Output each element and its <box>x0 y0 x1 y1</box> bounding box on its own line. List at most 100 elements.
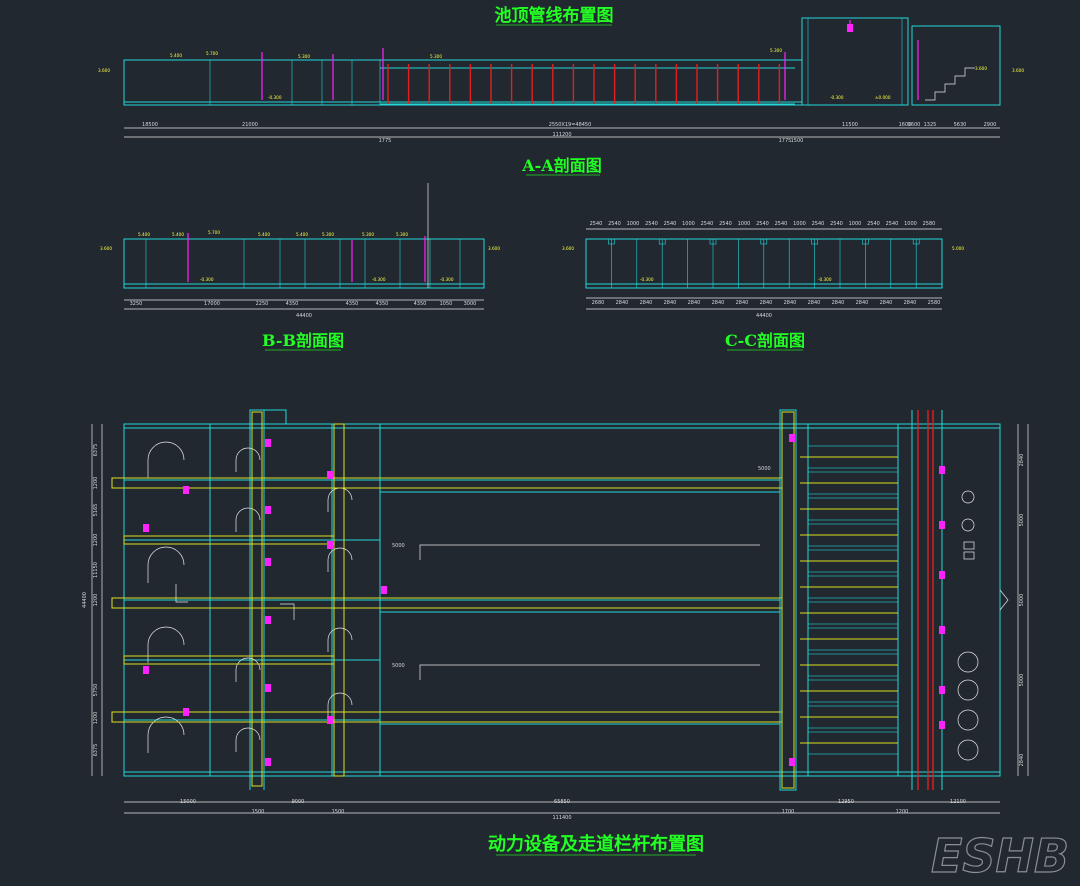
aa-sub-label: 1500 <box>791 138 804 144</box>
equipment-marker <box>789 434 795 442</box>
cc-dim-top-label: 2540 <box>590 221 603 227</box>
cc-walls <box>608 238 920 288</box>
inner-dim: 5000 <box>392 543 405 549</box>
bb-dim-label: 1050 <box>440 301 453 307</box>
plan-left-dim-label: 1200 <box>93 534 99 547</box>
aa-dim-label: 1600 <box>899 122 912 128</box>
plan-left-dim-label: 5750 <box>93 684 99 697</box>
svg-text:5.300: 5.300 <box>770 48 782 53</box>
baffle-arc <box>235 447 261 472</box>
baffle-arc <box>235 507 261 532</box>
cc-dim-bottom-label: 2840 <box>736 300 749 306</box>
title-section-aa: A-A剖面图 <box>521 156 601 175</box>
svg-text:5.300: 5.300 <box>362 232 374 237</box>
cc-dim-top-label: 2540 <box>719 221 732 227</box>
equipment-marker <box>265 558 271 566</box>
cc-dim-top-label: 2540 <box>886 221 899 227</box>
cc-dim-bottom-label: 2840 <box>904 300 917 306</box>
baffle-arc <box>147 546 185 583</box>
cc-dim-bottom-label: 2840 <box>640 300 653 306</box>
svg-text:-0.300: -0.300 <box>372 277 386 282</box>
cc-dimension-text: 2540 2540 1000 2540 2540 1000 2540 2540 1000 2540… <box>590 221 941 319</box>
cc-dim-top-label: 2540 <box>701 221 714 227</box>
cc-dim-top-label: 2580 <box>923 221 936 227</box>
baffle-arc <box>235 657 261 682</box>
cc-dim-top-label: 2540 <box>645 221 658 227</box>
bb-dim-label: 4350 <box>286 301 299 307</box>
cc-dim-top-label: 1000 <box>627 221 640 227</box>
equipment-marker <box>847 24 853 32</box>
equipment-marker <box>939 571 945 579</box>
plan-dimension-text: 1500015009000150065850170012950120012100… <box>180 799 966 821</box>
svg-text:3.600: 3.600 <box>98 68 110 73</box>
equipment-marker <box>327 471 333 479</box>
cc-dim-bottom-label: 2840 <box>808 300 821 306</box>
equipment-marker <box>265 758 271 766</box>
cc-total-label: 44400 <box>756 313 772 319</box>
cc-dim-top-label: 1000 <box>904 221 917 227</box>
equipment-marker <box>327 716 333 724</box>
svg-text:5.400: 5.400 <box>296 232 308 237</box>
aa-diffuser-drops <box>387 64 781 104</box>
svg-text:3.600: 3.600 <box>100 246 112 251</box>
svg-text:-0.300: -0.300 <box>200 277 214 282</box>
aa-dim-label: 1325 <box>924 122 937 128</box>
title-section-cc: C-C剖面图 <box>725 331 805 350</box>
svg-text:5.300: 5.300 <box>322 232 334 237</box>
equipment-marker <box>265 684 271 692</box>
bb-dim-label: 17000 <box>204 301 220 307</box>
aa-dim-label: 11500 <box>842 122 858 128</box>
cc-dim-bottom-label: 2580 <box>928 300 941 306</box>
svg-text:3.600: 3.600 <box>488 246 500 251</box>
plan-left-dim-label: 1200 <box>93 594 99 607</box>
cc-dim-bottom-label: 2840 <box>856 300 869 306</box>
cc-dim-bottom-label: 2840 <box>880 300 893 306</box>
aa-dim-label: 21000 <box>242 122 258 128</box>
section-bb: 3.600 5.400 5.400 5.700 5.400 5.400 5.30… <box>100 183 500 319</box>
aa-sub-label: 1775 <box>779 138 792 144</box>
plan-right-dim-label: 5000 <box>1019 514 1025 527</box>
cc-dim-top-label: 1000 <box>793 221 806 227</box>
equipment-marker <box>143 524 149 532</box>
cc-dim-top-label: 2540 <box>775 221 788 227</box>
title-roof-piping: 池顶管线布置图 <box>495 5 614 26</box>
svg-text:-0.300: -0.300 <box>818 277 832 282</box>
plan-dim-label: 1500 <box>332 809 345 815</box>
cc-dim-bottom-label: 2840 <box>712 300 725 306</box>
svg-text:5.400: 5.400 <box>258 232 270 237</box>
cc-dim-bottom-label: 2840 <box>832 300 845 306</box>
baffle-arc <box>147 716 185 753</box>
equipment-marker <box>789 758 795 766</box>
bb-dim-label: 4350 <box>346 301 359 307</box>
watermark-logo: ESHB <box>931 829 1069 883</box>
equipment-marker <box>183 486 189 494</box>
aa-total-label: 111200 <box>552 132 571 138</box>
plan-left-dim-label: 11150 <box>93 562 99 578</box>
equipment-marker <box>939 521 945 529</box>
equipment-marker <box>265 616 271 624</box>
equipment-marker <box>183 708 189 716</box>
cc-dim-bottom-label: 2840 <box>616 300 629 306</box>
plan-left-dim-label: 1200 <box>93 712 99 725</box>
title-equipment-layout: 动力设备及走道栏杆布置图 <box>488 833 704 855</box>
plan-right-dim-label: 5000 <box>1019 674 1025 687</box>
cc-dim-top-label: 2540 <box>608 221 621 227</box>
section-aa: 3.600 5.400 5.700 5.300 5.300 5.300 -0.3… <box>98 17 1024 144</box>
bb-dim-label: 3250 <box>130 301 143 307</box>
plan-dim-label: 65850 <box>554 799 570 805</box>
aa-dim-label: 1600 <box>908 122 921 128</box>
baffle-arc <box>327 692 353 717</box>
svg-text:5.300: 5.300 <box>298 54 310 59</box>
baffle-arc <box>147 626 185 663</box>
cc-dim-top-label: 2540 <box>830 221 843 227</box>
svg-text:3.600: 3.600 <box>975 66 987 71</box>
cc-dim-top-label: 1000 <box>849 221 862 227</box>
svg-text:5.400: 5.400 <box>170 53 182 58</box>
plan-dim-label: 1500 <box>252 809 265 815</box>
equipment-marker <box>327 541 333 549</box>
cc-dim-top-label: 1000 <box>682 221 695 227</box>
cc-dim-top-label: 1000 <box>738 221 751 227</box>
plan-right-dim-label: 5000 <box>1019 594 1025 607</box>
